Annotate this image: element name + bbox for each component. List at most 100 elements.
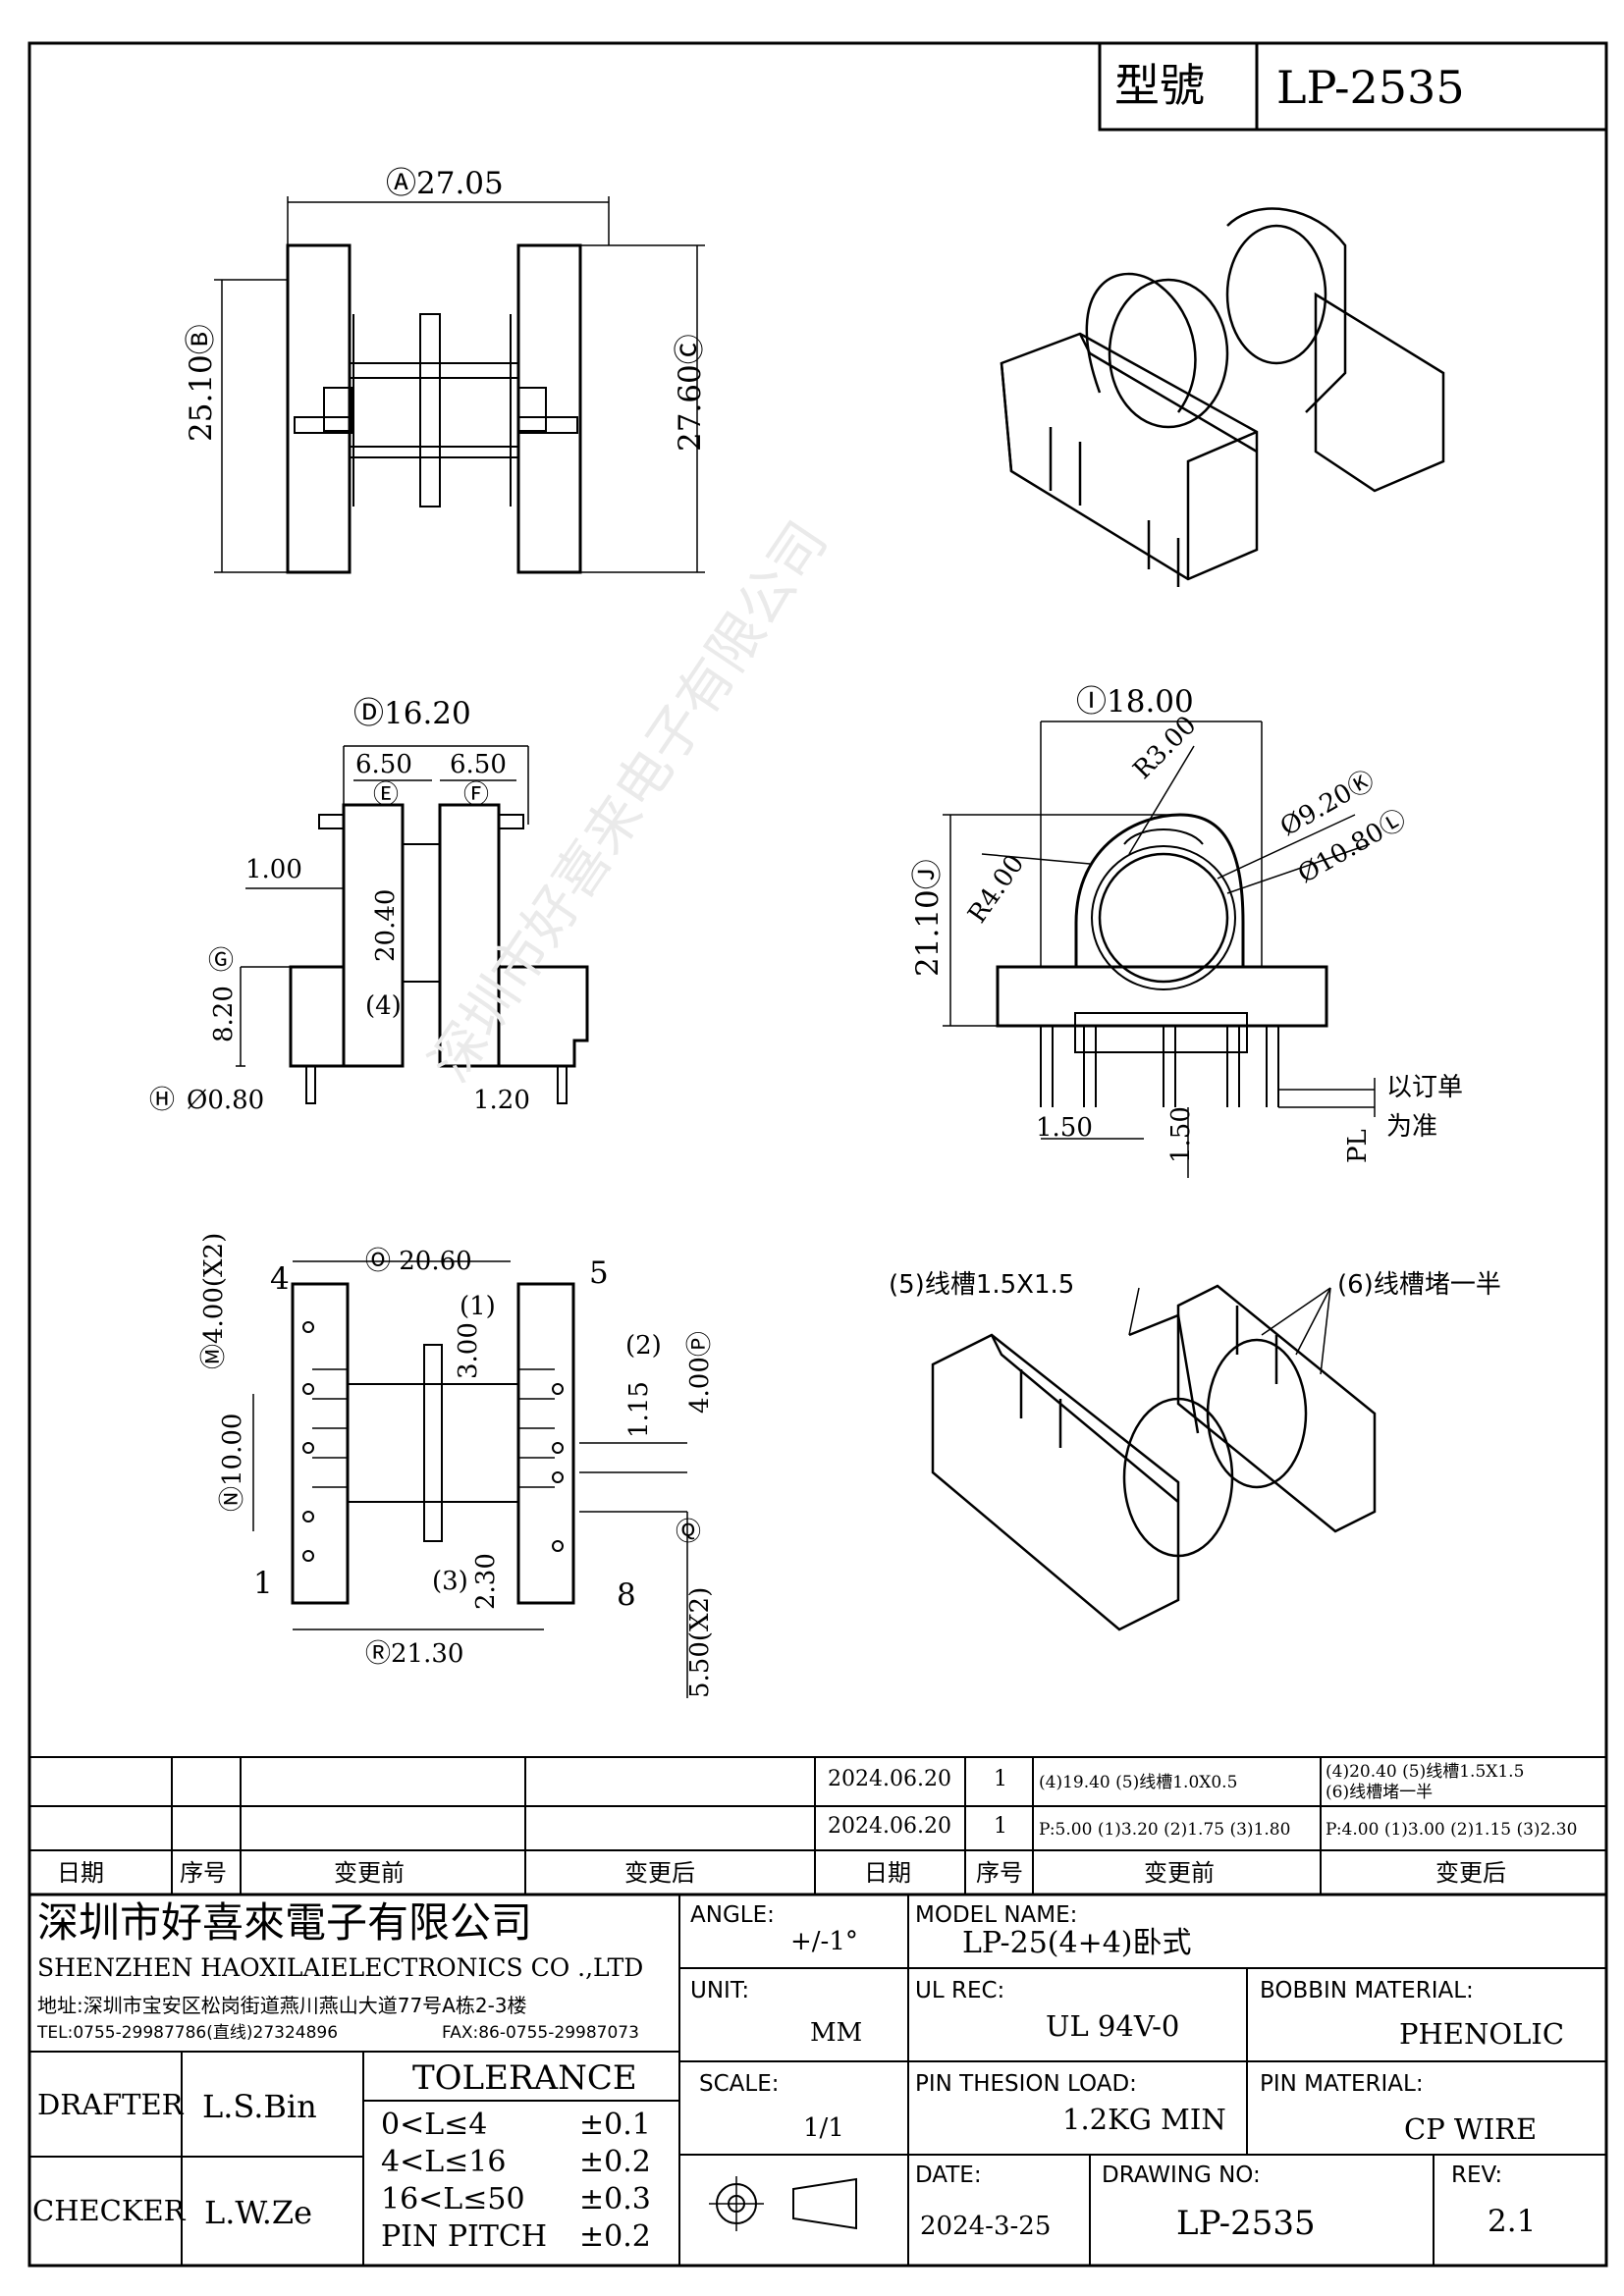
dim-q-tag: Ⓠ bbox=[676, 1518, 702, 1547]
dim-m: Ⓜ4.00(X2) bbox=[199, 1232, 229, 1369]
company-tel: TEL:0755-29987786(直线)27324896 bbox=[37, 2023, 339, 2043]
tolerance-range-4: PIN PITCH bbox=[381, 2219, 547, 2254]
rev-row1-after-line1: (4)20.40 (5)线槽1.5X1.5 bbox=[1326, 1762, 1525, 1782]
tolerance-value-2: ±0.2 bbox=[579, 2145, 651, 2179]
rev-row2-date: 2024.06.20 bbox=[828, 1814, 951, 1839]
model-name-label: MODEL NAME: bbox=[915, 1902, 1078, 1928]
view-bottom bbox=[252, 1260, 688, 1698]
rev-label: REV: bbox=[1451, 2163, 1503, 2188]
company-name-en: SHENZHEN HAOXILAIELECTRONICS CO .,LTD bbox=[37, 1953, 644, 1982]
note-2: (2) bbox=[625, 1331, 662, 1361]
scale-value: 1/1 bbox=[803, 2113, 844, 2143]
dim-side-1-50-b: 1.50 bbox=[1166, 1106, 1196, 1163]
company-name-cn: 深圳市好喜來電子有限公司 bbox=[37, 1898, 533, 1947]
tolerance-value-3: ±0.3 bbox=[579, 2182, 651, 2216]
rev-row1-before: (4)19.40 (5)线槽1.0X0.5 bbox=[1039, 1773, 1238, 1792]
pin-load-label: PIN THESION LOAD: bbox=[915, 2071, 1137, 2097]
dim-side-1-50: 1.50 bbox=[1036, 1113, 1093, 1143]
company-address: 地址:深圳市宝安区松岗街道燕川燕山大道77号A栋2-3楼 bbox=[37, 1994, 527, 2017]
dim-3-00: 3.00 bbox=[454, 1322, 483, 1379]
dim-2-30: 2.30 bbox=[471, 1553, 501, 1610]
dim-f-tag: Ⓕ bbox=[463, 780, 490, 810]
angle-label: ANGLE: bbox=[690, 1902, 775, 1928]
rev-header-date-left: 日期 bbox=[57, 1859, 104, 1887]
model-name-value: LP-25(4+4)卧式 bbox=[962, 1926, 1192, 1960]
dim-b: 25.10Ⓑ bbox=[184, 324, 219, 442]
unit-value: MM bbox=[810, 2018, 863, 2048]
rev-header-before-left: 变更前 bbox=[334, 1859, 405, 1887]
tolerance-range-1: 0<L≤4 bbox=[381, 2108, 488, 2142]
dim-o: Ⓞ 20.60 bbox=[365, 1247, 472, 1276]
dim-4-note: (4) bbox=[365, 991, 402, 1021]
model-label: 型號 bbox=[1114, 59, 1205, 112]
angle-value: +/-1° bbox=[790, 1927, 858, 1956]
rev-header-after-left: 变更后 bbox=[624, 1859, 695, 1887]
revision-table-grid bbox=[29, 1756, 1606, 1896]
pin-label-4: 4 bbox=[270, 1261, 290, 1297]
drawing-border bbox=[27, 41, 1608, 2268]
dim-h-tag: Ⓗ bbox=[149, 1086, 176, 1115]
tolerance-title: TOLERANCE bbox=[412, 2058, 637, 2098]
dim-e-tag: Ⓔ bbox=[373, 780, 400, 810]
drawing-no-label: DRAWING NO: bbox=[1102, 2163, 1261, 2188]
rev-row2-seq: 1 bbox=[994, 1814, 1007, 1839]
rev-row2-before: P:5.00 (1)3.20 (2)1.75 (3)1.80 bbox=[1039, 1820, 1291, 1840]
projection-symbol-cone bbox=[792, 2177, 857, 2230]
dim-j: 21.10Ⓙ bbox=[910, 859, 946, 977]
dim-g-value: 8.20 bbox=[209, 986, 239, 1042]
rev-row1-after-line2: (6)线槽堵一半 bbox=[1326, 1783, 1434, 1802]
pin-label-8: 8 bbox=[617, 1577, 636, 1613]
dim-e-value: 6.50 bbox=[355, 750, 412, 779]
dim-pl: PL bbox=[1343, 1129, 1373, 1163]
dim-r: Ⓡ21.30 bbox=[365, 1639, 464, 1669]
rev-row1-date: 2024.06.20 bbox=[828, 1767, 951, 1791]
rev-row1-seq: 1 bbox=[994, 1767, 1007, 1791]
company-fax: FAX:86-0755-29987073 bbox=[442, 2023, 639, 2043]
view-isometric-bottom bbox=[931, 1284, 1377, 1631]
dim-a: Ⓐ27.05 bbox=[386, 166, 504, 201]
title-block-grid bbox=[29, 1895, 1606, 2266]
rev-header-after-right: 变更后 bbox=[1435, 1859, 1506, 1887]
bobbin-material-label: BOBBIN MATERIAL: bbox=[1260, 1978, 1474, 2003]
pin-load-value: 1.2KG MIN bbox=[1062, 2103, 1226, 2136]
header-box bbox=[1098, 41, 1608, 132]
dim-i: Ⓘ18.00 bbox=[1076, 684, 1194, 720]
dim-f-value: 6.50 bbox=[450, 750, 507, 779]
tolerance-range-3: 16<L≤50 bbox=[381, 2182, 525, 2216]
rev-header-date-right: 日期 bbox=[864, 1859, 911, 1887]
callout-slot: (5)线槽1.5X1.5 bbox=[889, 1270, 1075, 1300]
rev-row2-after: P:4.00 (1)3.00 (2)1.15 (3)2.30 bbox=[1326, 1820, 1578, 1840]
note-3: (3) bbox=[432, 1567, 468, 1596]
date-value: 2024-3-25 bbox=[920, 2212, 1052, 2241]
drafter-label: DRAFTER bbox=[37, 2088, 184, 2121]
view-end bbox=[943, 721, 1376, 1178]
dim-p: 4.00Ⓟ bbox=[685, 1331, 715, 1414]
dim-1-20: 1.20 bbox=[473, 1086, 530, 1115]
pin-material-value: CP WIRE bbox=[1404, 2112, 1538, 2146]
checker-label: CHECKER bbox=[32, 2194, 186, 2227]
pin-label-5: 5 bbox=[589, 1255, 609, 1291]
unit-label: UNIT: bbox=[690, 1978, 750, 2003]
ulrec-value: UL 94V-0 bbox=[1046, 2009, 1180, 2043]
order-note-line2: 为准 bbox=[1386, 1112, 1438, 1142]
rev-header-seq-left: 序号 bbox=[180, 1859, 227, 1887]
date-label: DATE: bbox=[915, 2163, 982, 2188]
order-note-line1: 以订单 bbox=[1386, 1073, 1464, 1102]
dim-20-40: 20.40 bbox=[371, 888, 401, 962]
drawing-no-value: LP-2535 bbox=[1176, 2204, 1316, 2243]
dim-n: Ⓝ10.00 bbox=[218, 1413, 247, 1512]
tolerance-value-1: ±0.1 bbox=[579, 2108, 651, 2142]
pin-label-1: 1 bbox=[253, 1566, 273, 1601]
rev-header-before-right: 变更前 bbox=[1144, 1859, 1215, 1887]
note-1: (1) bbox=[460, 1292, 496, 1321]
pin-material-label: PIN MATERIAL: bbox=[1260, 2071, 1424, 2097]
dim-c: 27.60Ⓒ bbox=[673, 334, 708, 452]
dim-g-tag: Ⓖ bbox=[208, 946, 235, 976]
rev-header-seq-right: 序号 bbox=[976, 1859, 1023, 1887]
rev-value: 2.1 bbox=[1488, 2204, 1537, 2239]
dim-d: Ⓓ16.20 bbox=[353, 696, 471, 731]
dim-1-00: 1.00 bbox=[245, 855, 302, 884]
drafter-value: L.S.Bin bbox=[202, 2088, 317, 2125]
model-number: LP-2535 bbox=[1276, 61, 1465, 114]
